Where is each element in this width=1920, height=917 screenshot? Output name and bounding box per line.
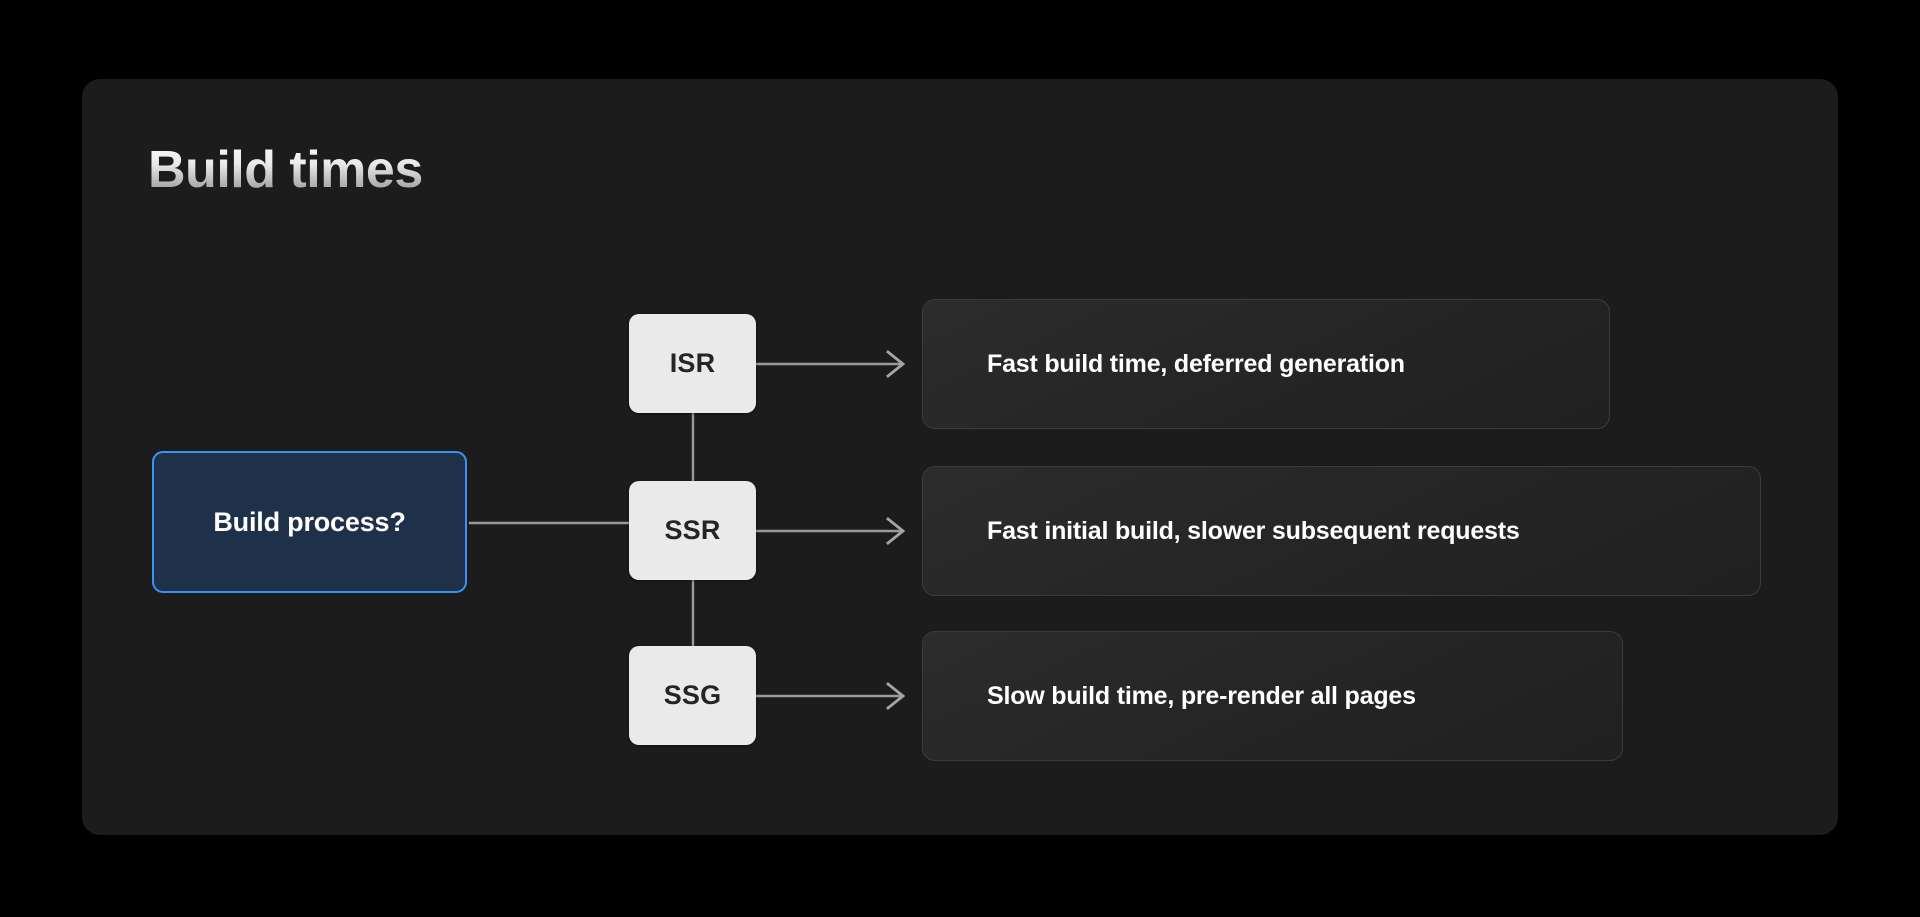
option-node-label: ISR bbox=[669, 348, 716, 378]
description-box-ssg[interactable]: Slow build time, pre-render all pages bbox=[922, 631, 1623, 761]
description-label: Fast initial build, slower subsequent re… bbox=[987, 516, 1520, 545]
option-node-ssg[interactable]: SSG bbox=[629, 646, 756, 745]
description-box-ssr[interactable]: Fast initial build, slower subsequent re… bbox=[922, 466, 1761, 596]
option-node-label: SSR bbox=[664, 515, 721, 545]
option-node-label: SSG bbox=[663, 680, 722, 710]
description-box-isr[interactable]: Fast build time, deferred generation bbox=[922, 299, 1610, 429]
page-title: Build times bbox=[148, 141, 423, 199]
root-node-label: Build process? bbox=[213, 506, 406, 537]
root-node-build-process[interactable]: Build process? bbox=[152, 451, 467, 593]
option-node-ssr[interactable]: SSR bbox=[629, 481, 756, 580]
option-node-isr[interactable]: ISR bbox=[629, 314, 756, 413]
description-label: Fast build time, deferred generation bbox=[987, 349, 1405, 378]
description-label: Slow build time, pre-render all pages bbox=[987, 681, 1416, 710]
